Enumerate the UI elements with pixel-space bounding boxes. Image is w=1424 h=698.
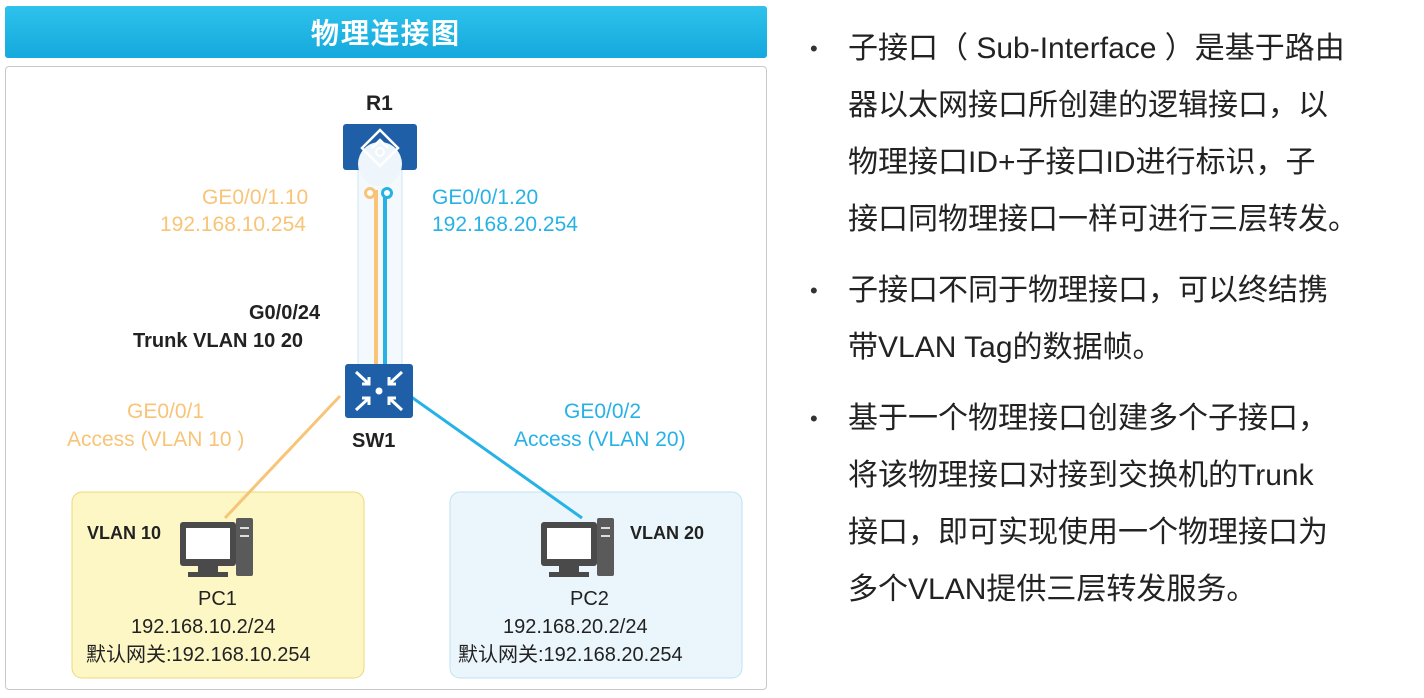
bullet-3-line-1: 基于一个物理接口创建多个子接口，: [848, 402, 1328, 435]
sub-interface-10-port: [364, 187, 376, 199]
sub-interface-10-ip: 192.168.10.254: [160, 213, 306, 236]
pc2-link-mode: Access (VLAN 20): [514, 428, 686, 451]
router-name: R1: [366, 92, 393, 115]
pc1-ip: 192.168.10.2/24: [131, 616, 276, 638]
bullet-3-line-3: 接口，即可实现使用一个物理接口为: [848, 516, 1328, 549]
link-pc2: [409, 394, 583, 520]
bullet-1-line-3: 物理接口ID+子接口ID进行标识，子: [848, 146, 1316, 179]
pc2-vlan-label: VLAN 20: [630, 523, 705, 543]
sub-interface-20-ip: 192.168.20.254: [432, 213, 578, 236]
pc1-link-mode: Access (VLAN 10 ): [67, 428, 245, 451]
pc1-link-port: GE0/0/1: [127, 400, 205, 423]
router-icon: [343, 124, 417, 186]
vlan10-area: [71, 491, 365, 679]
sub-interface-20-port: [381, 187, 393, 199]
pc2-name: PC2: [570, 588, 609, 610]
bullet-3-line-2: 将该物理接口对接到交换机的Trunk: [848, 459, 1314, 492]
bullet-item-1: • 子接口（ Sub-Interface ）是基于路由 器以太网接口所创建的逻辑…: [800, 20, 1420, 248]
pc1-name: PC1: [198, 588, 237, 610]
bullet-1-line-4: 接口同物理接口一样可进行三层转发。: [848, 203, 1358, 236]
bullet-list: • 子接口（ Sub-Interface ）是基于路由 器以太网接口所创建的逻辑…: [800, 20, 1420, 632]
pc2-gateway: 默认网关:192.168.20.254: [458, 644, 683, 666]
bullet-1-line-1: 子接口（ Sub-Interface ）是基于路由: [848, 32, 1345, 65]
bullet-2-line-1: 子接口不同于物理接口，可以终结携: [848, 274, 1328, 307]
trunk-tube: [357, 167, 403, 369]
switch-name: SW1: [352, 430, 396, 452]
pc2-ip: 192.168.20.2/24: [503, 616, 648, 638]
bullet-dot-icon: •: [810, 406, 818, 431]
link-pc1: [223, 394, 342, 520]
sub-interface-10-name: GE0/0/1.10: [202, 186, 309, 209]
bullet-3-line-4: 多个VLAN提供三层转发服务。: [848, 573, 1257, 606]
bullet-2-line-2: 带VLAN Tag的数据帧。: [848, 331, 1163, 364]
pc2-icon: [541, 518, 614, 577]
trunk-mode: Trunk VLAN 10 20: [133, 330, 304, 352]
bullet-1-line-2: 器以太网接口所创建的逻辑接口，以: [848, 89, 1328, 122]
trunk-port: G0/0/24: [249, 302, 321, 324]
topology-diagram: [71, 124, 743, 679]
sub-interface-20-name: GE0/0/1.20: [432, 186, 539, 209]
diagram-title: 物理连接图: [5, 6, 767, 58]
switch-icon: [345, 364, 413, 418]
bullet-dot-icon: •: [810, 278, 818, 303]
pc1-icon: [180, 518, 253, 577]
bullet-item-3: • 基于一个物理接口创建多个子接口， 将该物理接口对接到交换机的Trunk 接口…: [800, 390, 1420, 618]
pc1-gateway: 默认网关:192.168.10.254: [86, 644, 311, 666]
pc2-link-port: GE0/0/2: [564, 400, 642, 423]
vlan20-area: [449, 491, 743, 679]
diagram-frame: [5, 66, 767, 690]
bullet-item-2: • 子接口不同于物理接口，可以终结携 带VLAN Tag的数据帧。: [800, 262, 1420, 376]
bullet-dot-icon: •: [810, 36, 818, 61]
pc1-vlan-label: VLAN 10: [87, 523, 162, 543]
